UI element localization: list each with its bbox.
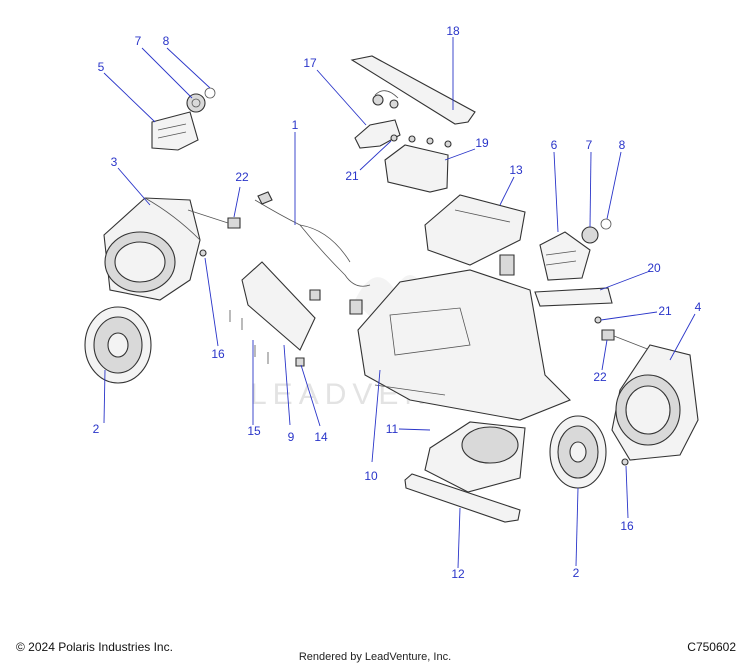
callout-10: 10	[364, 469, 378, 483]
part-21-screw	[390, 134, 398, 142]
callout-4: 4	[694, 300, 702, 314]
part-19-bracket	[384, 135, 452, 193]
callout-11: 11	[385, 422, 399, 436]
part-20-bracket	[534, 287, 613, 307]
part-8-ring	[600, 218, 612, 230]
callout-22: 22	[235, 170, 249, 184]
part-9-cover	[241, 261, 316, 351]
callout-14: 14	[314, 430, 328, 444]
part-5-tweeter-housing	[151, 111, 199, 151]
part-8-ring	[204, 87, 216, 99]
callout-2: 2	[92, 422, 100, 436]
callout-16: 16	[211, 347, 225, 361]
rendered-by-text: Rendered by LeadVenture, Inc.	[298, 651, 452, 663]
callout-5: 5	[97, 60, 105, 74]
part-7-tweeter	[581, 226, 599, 244]
callout-8: 8	[618, 138, 626, 152]
part-16-screw	[199, 249, 207, 257]
callout-7: 7	[134, 34, 142, 48]
part-21-screw	[594, 316, 602, 324]
callout-1: 1	[291, 118, 299, 132]
callout-22: 22	[593, 370, 607, 384]
part-2-speaker	[84, 306, 152, 384]
callout-2: 2	[572, 566, 580, 580]
callout-17: 17	[303, 56, 317, 70]
part-3-speaker-enclosure	[103, 197, 201, 301]
part-16-screw	[621, 458, 629, 466]
callout-12: 12	[451, 567, 465, 581]
part-1-wiring-harness	[254, 191, 371, 315]
callout-13: 13	[509, 163, 523, 177]
callout-15: 15	[247, 424, 261, 438]
diagram-code: C750602	[687, 640, 736, 654]
part-22-connector	[187, 209, 241, 229]
part-12-grille	[404, 473, 521, 523]
part-14-clip	[295, 357, 305, 367]
part-11-speaker	[424, 421, 526, 493]
callout-21: 21	[345, 169, 359, 183]
callout-20: 20	[647, 261, 661, 275]
part-22-connector	[601, 329, 651, 351]
part-10-console	[357, 269, 571, 421]
part-2-speaker	[549, 415, 607, 489]
callout-9: 9	[287, 430, 295, 444]
callout-19: 19	[475, 136, 489, 150]
callout-3: 3	[110, 155, 118, 169]
part-18-pad	[350, 55, 476, 125]
part-7-tweeter	[186, 93, 206, 113]
callout-7: 7	[585, 138, 593, 152]
callout-21: 21	[658, 304, 672, 318]
part-6-tweeter-housing	[539, 231, 591, 281]
part-13-amplifier	[424, 194, 526, 276]
callout-16: 16	[620, 519, 634, 533]
part-15-screws	[229, 310, 269, 364]
part-4-speaker-enclosure	[611, 344, 699, 461]
part-17-harness	[354, 90, 401, 149]
callout-18: 18	[446, 24, 460, 38]
copyright-text: © 2024 Polaris Industries Inc.	[16, 640, 173, 654]
callout-8: 8	[162, 34, 170, 48]
leader-lines	[103, 37, 696, 569]
callout-6: 6	[550, 138, 558, 152]
